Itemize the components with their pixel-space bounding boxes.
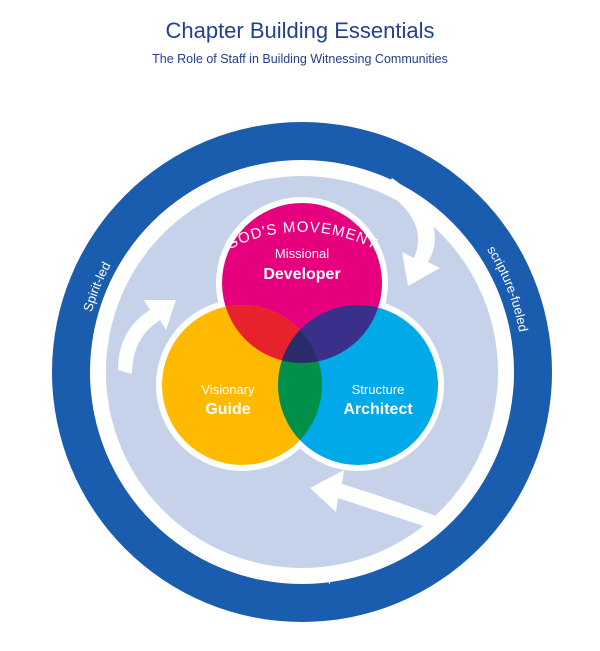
arrow-right-down xyxy=(384,178,440,286)
arrow-left-up xyxy=(118,300,176,374)
diagram-title: Chapter Building Essentials xyxy=(165,18,435,43)
structure-label-2: Architect xyxy=(343,401,413,418)
structure-label-1: Structure xyxy=(352,382,405,397)
ring-label-bottom: context-shaped xyxy=(260,566,350,585)
circulation-arrows xyxy=(118,178,440,528)
overlap-missional-structure xyxy=(278,305,382,363)
missional-label-1: Missional xyxy=(275,246,329,261)
visionary-label-1: Visionary xyxy=(201,382,255,397)
missional-label-2: Developer xyxy=(263,266,340,283)
diagram-subtitle: The Role of Staff in Building Witnessing… xyxy=(152,52,448,66)
arrow-bottom-left xyxy=(310,470,436,528)
visionary-label-2: Guide xyxy=(205,401,250,418)
overlap-missional-visionary xyxy=(222,305,322,363)
ring-label-bottom-wrap: context-shaped xyxy=(260,566,350,585)
